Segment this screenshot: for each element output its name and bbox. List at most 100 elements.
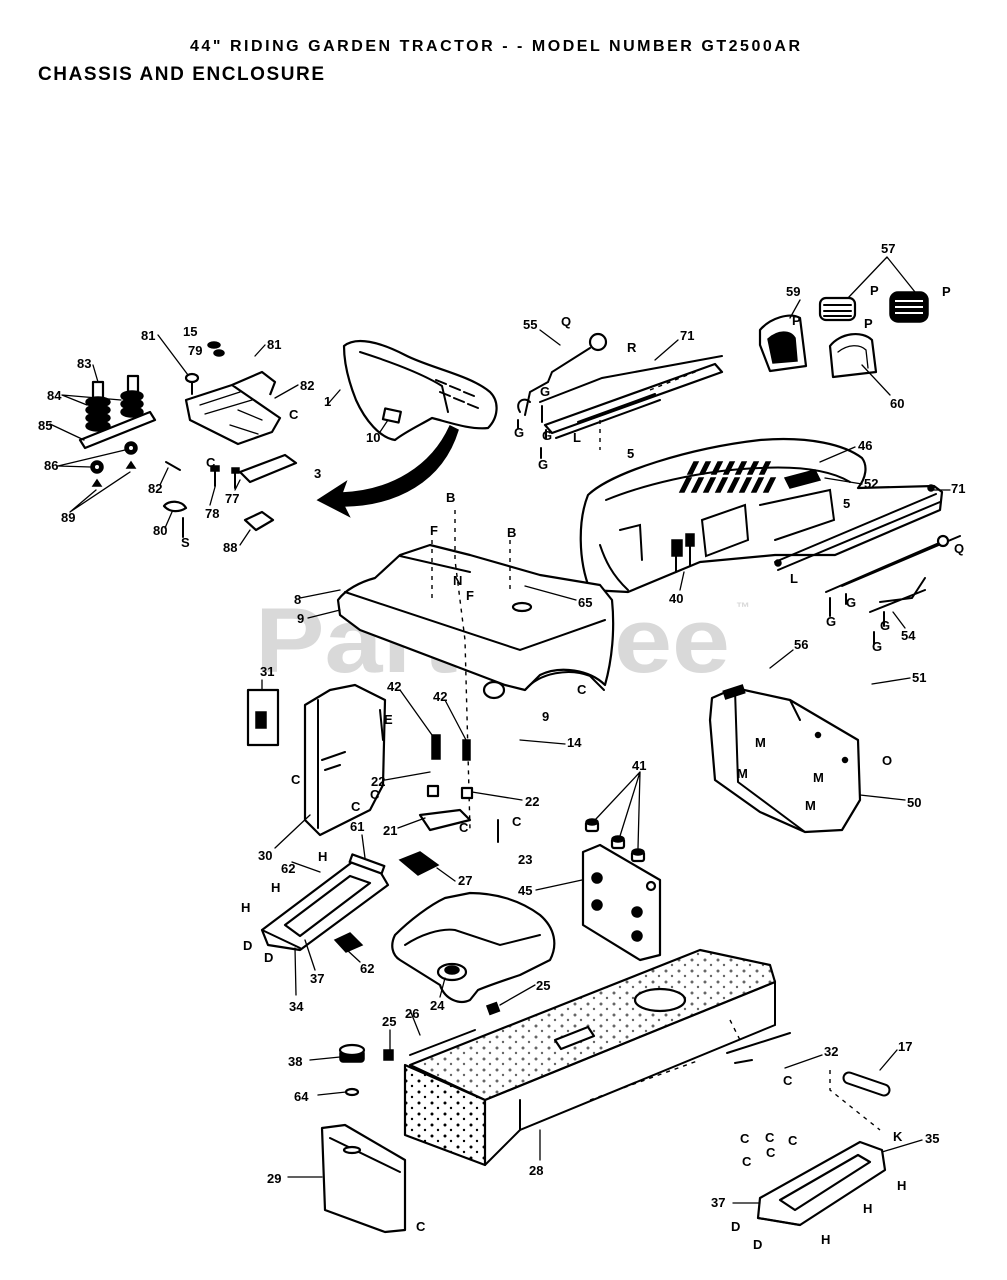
pad-27 xyxy=(398,851,440,876)
callout-label: H xyxy=(271,880,280,895)
callout-label: H xyxy=(241,900,250,915)
callout-label: 34 xyxy=(289,999,304,1014)
spacer-83b xyxy=(126,374,140,394)
rear-shroud-50 xyxy=(708,684,862,834)
callout-label: 71 xyxy=(680,328,694,343)
diagram-title: 44" RIDING GARDEN TRACTOR - - MODEL NUMB… xyxy=(190,38,800,55)
callout-label: 86 xyxy=(44,458,58,473)
callout-label: N xyxy=(453,573,462,588)
pad-61 xyxy=(348,853,386,875)
callout-label: 24 xyxy=(430,998,445,1013)
hood-support-55-71 xyxy=(517,332,724,459)
fastener-89 xyxy=(91,460,137,487)
bolt-78 xyxy=(210,465,240,489)
callout-label: 14 xyxy=(567,735,582,750)
callout-label: 23 xyxy=(518,852,532,867)
seat-mount-hardware xyxy=(78,341,298,538)
callout-label: L xyxy=(790,571,798,586)
callout-label: C xyxy=(289,407,299,422)
callout-label: 10 xyxy=(366,430,380,445)
main-frame-28 xyxy=(403,948,777,1167)
callout-label: 45 xyxy=(518,883,532,898)
callout-label: 41 xyxy=(632,758,646,773)
callout-label: C xyxy=(766,1145,776,1160)
callout-label: 3 xyxy=(314,466,321,481)
callout-label: 54 xyxy=(901,628,916,643)
callout-label: 62 xyxy=(281,861,295,876)
callout-label: 60 xyxy=(890,396,904,411)
callout-label: 8 xyxy=(294,592,301,607)
callout-label: C xyxy=(788,1133,798,1148)
washer-15 xyxy=(207,341,221,349)
callout-label: 21 xyxy=(383,823,397,838)
callout-label: 55 xyxy=(523,317,537,332)
lens-57 xyxy=(818,291,929,323)
hood-grille xyxy=(678,461,777,493)
callout-label: 81 xyxy=(267,337,281,352)
callout-label: 59 xyxy=(786,284,800,299)
headlight-cover-60 xyxy=(828,332,878,379)
callout-label: 42 xyxy=(433,689,447,704)
callout-label: C xyxy=(512,814,522,829)
callout-label: 88 xyxy=(223,540,237,555)
callout-label: G xyxy=(880,618,890,633)
callout-label: 22 xyxy=(371,774,385,789)
callout-label: 40 xyxy=(669,591,683,606)
rod-path xyxy=(829,1070,881,1131)
callout-label: 35 xyxy=(925,1131,939,1146)
callout-label: H xyxy=(821,1232,830,1247)
callout-label: 57 xyxy=(881,241,895,256)
callout-label: 37 xyxy=(711,1195,725,1210)
callout-label: 78 xyxy=(205,506,219,521)
callout-label: 27 xyxy=(458,873,472,888)
seat-bracket-flange xyxy=(231,370,277,396)
callout-label: B xyxy=(446,490,455,505)
side-panel-30 xyxy=(303,683,387,837)
callout-label: D xyxy=(731,1219,740,1234)
callout-label: L xyxy=(573,430,581,445)
callout-label: P xyxy=(942,284,951,299)
callout-label: G xyxy=(826,614,836,629)
callout-label: G xyxy=(542,428,552,443)
callout-label: Q xyxy=(954,541,964,556)
seat-1 xyxy=(342,339,498,442)
callout-label: 62 xyxy=(360,961,374,976)
footrest-left-34 xyxy=(260,853,390,952)
nut-79 xyxy=(213,349,225,357)
callout-label: C xyxy=(416,1219,426,1234)
callout-label: 82 xyxy=(148,481,162,496)
callout-label: 56 xyxy=(794,637,808,652)
callout-label: K xyxy=(893,1129,903,1144)
callout-label: H xyxy=(863,1201,872,1216)
callout-label: 9 xyxy=(542,709,549,724)
callout-label: 22 xyxy=(525,794,539,809)
bracket-88 xyxy=(243,510,275,532)
callout-label: C xyxy=(577,682,587,697)
callout-label: G xyxy=(540,384,550,399)
spring-plate-85 xyxy=(78,410,157,450)
callout-label: S xyxy=(181,535,190,550)
callout-label: M xyxy=(737,766,748,781)
callout-label: 64 xyxy=(294,1089,309,1104)
callout-label: 25 xyxy=(382,1014,396,1029)
footrest-right-35 xyxy=(756,1140,887,1227)
hood-rails-5-54 xyxy=(774,484,961,645)
callout-label: D xyxy=(243,938,252,953)
callout-label: 9 xyxy=(297,611,304,626)
callout-label: 28 xyxy=(529,1163,543,1178)
callout-label: C xyxy=(742,1154,752,1169)
hinge-40 xyxy=(671,533,695,573)
callout-label: F xyxy=(430,523,438,538)
callout-label: D xyxy=(753,1237,762,1252)
callout-label: G xyxy=(872,639,882,654)
mounting-plate-45 xyxy=(581,843,662,962)
callout-label: 82 xyxy=(300,378,314,393)
knob-9 xyxy=(482,680,506,700)
section-title: CHASSIS AND ENCLOSURE xyxy=(38,64,324,85)
bracket-31 xyxy=(246,688,280,747)
callout-label: 1 xyxy=(324,394,331,409)
callout-label: H xyxy=(318,849,327,864)
callout-label: E xyxy=(384,712,393,727)
bolts-25 xyxy=(383,1001,501,1061)
pin-82 xyxy=(165,461,181,471)
